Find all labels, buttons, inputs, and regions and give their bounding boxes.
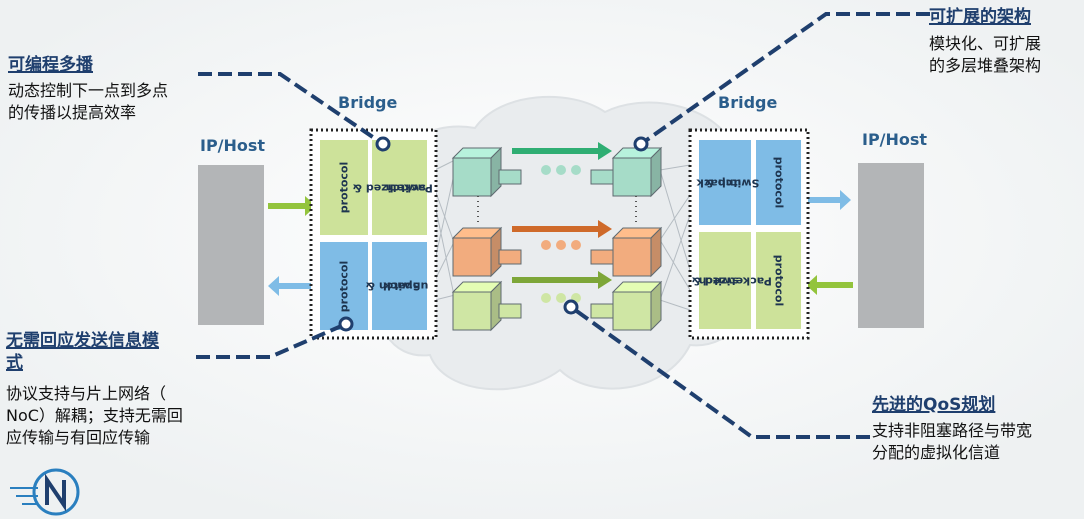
n-speed-logo-icon bbox=[10, 468, 80, 516]
ellipsis-top bbox=[541, 165, 581, 175]
left-bridge-protocol-top bbox=[320, 140, 368, 235]
router-node-left-bottom bbox=[451, 280, 522, 332]
right-bridge-label: Bridge bbox=[718, 93, 778, 112]
left-bridge-label: Bridge bbox=[338, 93, 398, 112]
callout-advanced-qos-title: 先进的QoS规划 bbox=[872, 395, 996, 415]
right-bridge-protocol-top-text: protocol bbox=[772, 156, 785, 209]
right-bridge-protocol-top bbox=[756, 140, 801, 225]
left-bridge-protocol-bottom bbox=[320, 242, 368, 330]
channel-arrow-top bbox=[512, 142, 612, 160]
ellipsis-middle bbox=[541, 240, 581, 250]
channel-arrow-middle bbox=[512, 220, 612, 238]
right-out-arrow bbox=[804, 190, 851, 210]
callout-no-response-body: 协议支持与片上网络（ NoC）解耦；支持无需回 应传输与有回应传输 bbox=[6, 384, 183, 447]
left-host-block bbox=[198, 165, 264, 325]
right-bridge-protocol-bottom-text: protocol bbox=[772, 254, 785, 307]
ellipsis-bottom bbox=[541, 293, 581, 303]
router-node-left-middle bbox=[451, 226, 522, 278]
router-node-right-bottom bbox=[590, 280, 663, 332]
callout-programmable-multicast-body: 动态控制下一点到多点 的传播以提高效率 bbox=[8, 81, 169, 122]
channel-arrow-bottom bbox=[512, 271, 612, 289]
right-bridge-unpack bbox=[699, 140, 751, 225]
callout-lines bbox=[196, 12, 930, 439]
left-bridge-packetize-text: Packetized &switch bbox=[352, 181, 434, 194]
callout-anchors bbox=[338, 136, 649, 332]
router-node-right-middle bbox=[590, 226, 663, 278]
mesh-lines bbox=[434, 159, 691, 311]
left-host-label: IP/Host bbox=[200, 136, 266, 155]
left-bridge-unpack bbox=[372, 242, 427, 330]
left-bridge-packetize bbox=[372, 140, 427, 235]
left-bridge-unpack-text: Switch &unpack bbox=[365, 279, 429, 293]
right-in-arrow bbox=[806, 275, 853, 295]
callout-scalable-architecture-body: 模块化、可扩展 的多层堆叠架构 bbox=[929, 34, 1042, 75]
right-bridge-unpack-text: Switch &unpack bbox=[696, 176, 759, 189]
right-bridge-packetize bbox=[699, 232, 751, 329]
right-host-block bbox=[858, 163, 924, 328]
right-bridge-packetize-text: Packetized &switch bbox=[691, 274, 772, 287]
right-host-label: IP/Host bbox=[862, 130, 928, 149]
router-node-right-top bbox=[590, 146, 663, 198]
left-bridge-protocol-bottom-text: protocol bbox=[337, 260, 351, 312]
router-node-left-top bbox=[451, 146, 522, 198]
left-in-arrow bbox=[268, 196, 316, 216]
callout-scalable-architecture-title: 可扩展的架构 bbox=[929, 7, 1031, 27]
callout-programmable-multicast-title: 可编程多播 bbox=[8, 55, 93, 75]
callout-advanced-qos-body: 支持非阻塞路径与带宽 分配的虚拟化信道 bbox=[872, 421, 1033, 462]
left-out-arrow bbox=[268, 276, 316, 296]
right-bridge-protocol-bottom bbox=[756, 232, 801, 329]
callout-no-response-title: 无需回应发送信息模 式 bbox=[6, 331, 159, 373]
